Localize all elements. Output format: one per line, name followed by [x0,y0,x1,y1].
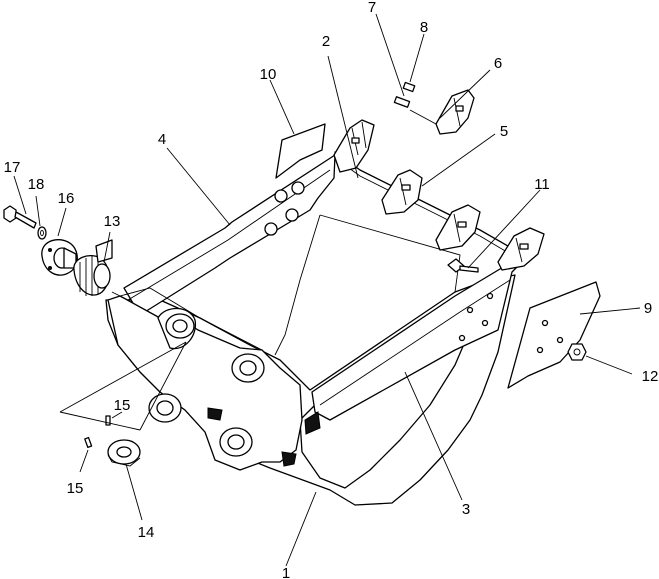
explode-guide-lines [59,291,187,431]
hinge-bracket-assembly [107,287,321,471]
callout-2: 2 [322,33,330,50]
callout-4: 4 [158,131,166,148]
callout-15-lower: 15 [67,480,84,497]
pin-7 [393,96,411,108]
callout-5: 5 [500,123,508,140]
tooth-3 [435,89,475,135]
washer-18 [37,226,47,240]
bushing-13 [73,239,113,296]
callout-6: 6 [494,55,502,72]
callout-14: 14 [138,524,155,541]
tooth-pins [393,81,437,125]
callout-10: 10 [260,66,277,83]
pin-15b [84,436,93,449]
callout-17: 17 [4,159,21,176]
flange-16 [41,239,78,276]
tooth-1 [333,119,375,173]
washer-14 [107,439,141,467]
bucket-teeth [333,89,545,271]
side-plate-10 [275,123,326,179]
callout-11: 11 [534,176,550,193]
nut-12 [567,343,587,361]
callout-1: 1 [282,565,290,579]
callout-3: 3 [462,501,470,518]
bolt-17 [3,205,37,229]
callout-9: 9 [644,300,652,317]
side-cutter [507,281,601,389]
callout-18: 18 [28,176,45,193]
callout-labels: 1 2 3 4 5 6 7 8 9 10 11 12 13 14 15 15 1… [4,0,659,579]
callout-12: 12 [642,368,659,385]
callout-8: 8 [420,19,428,36]
pin-15a [105,415,111,426]
callout-13: 13 [104,213,121,230]
bolt-11 [447,258,479,273]
callout-15-upper: 15 [114,397,131,414]
callout-16: 16 [58,190,75,207]
tooth-2 [381,169,423,215]
bucket-interior [274,214,461,356]
pin-8 [402,81,416,93]
bucket-body [105,151,523,506]
callout-7: 7 [368,0,376,16]
leader-lines [13,13,641,567]
